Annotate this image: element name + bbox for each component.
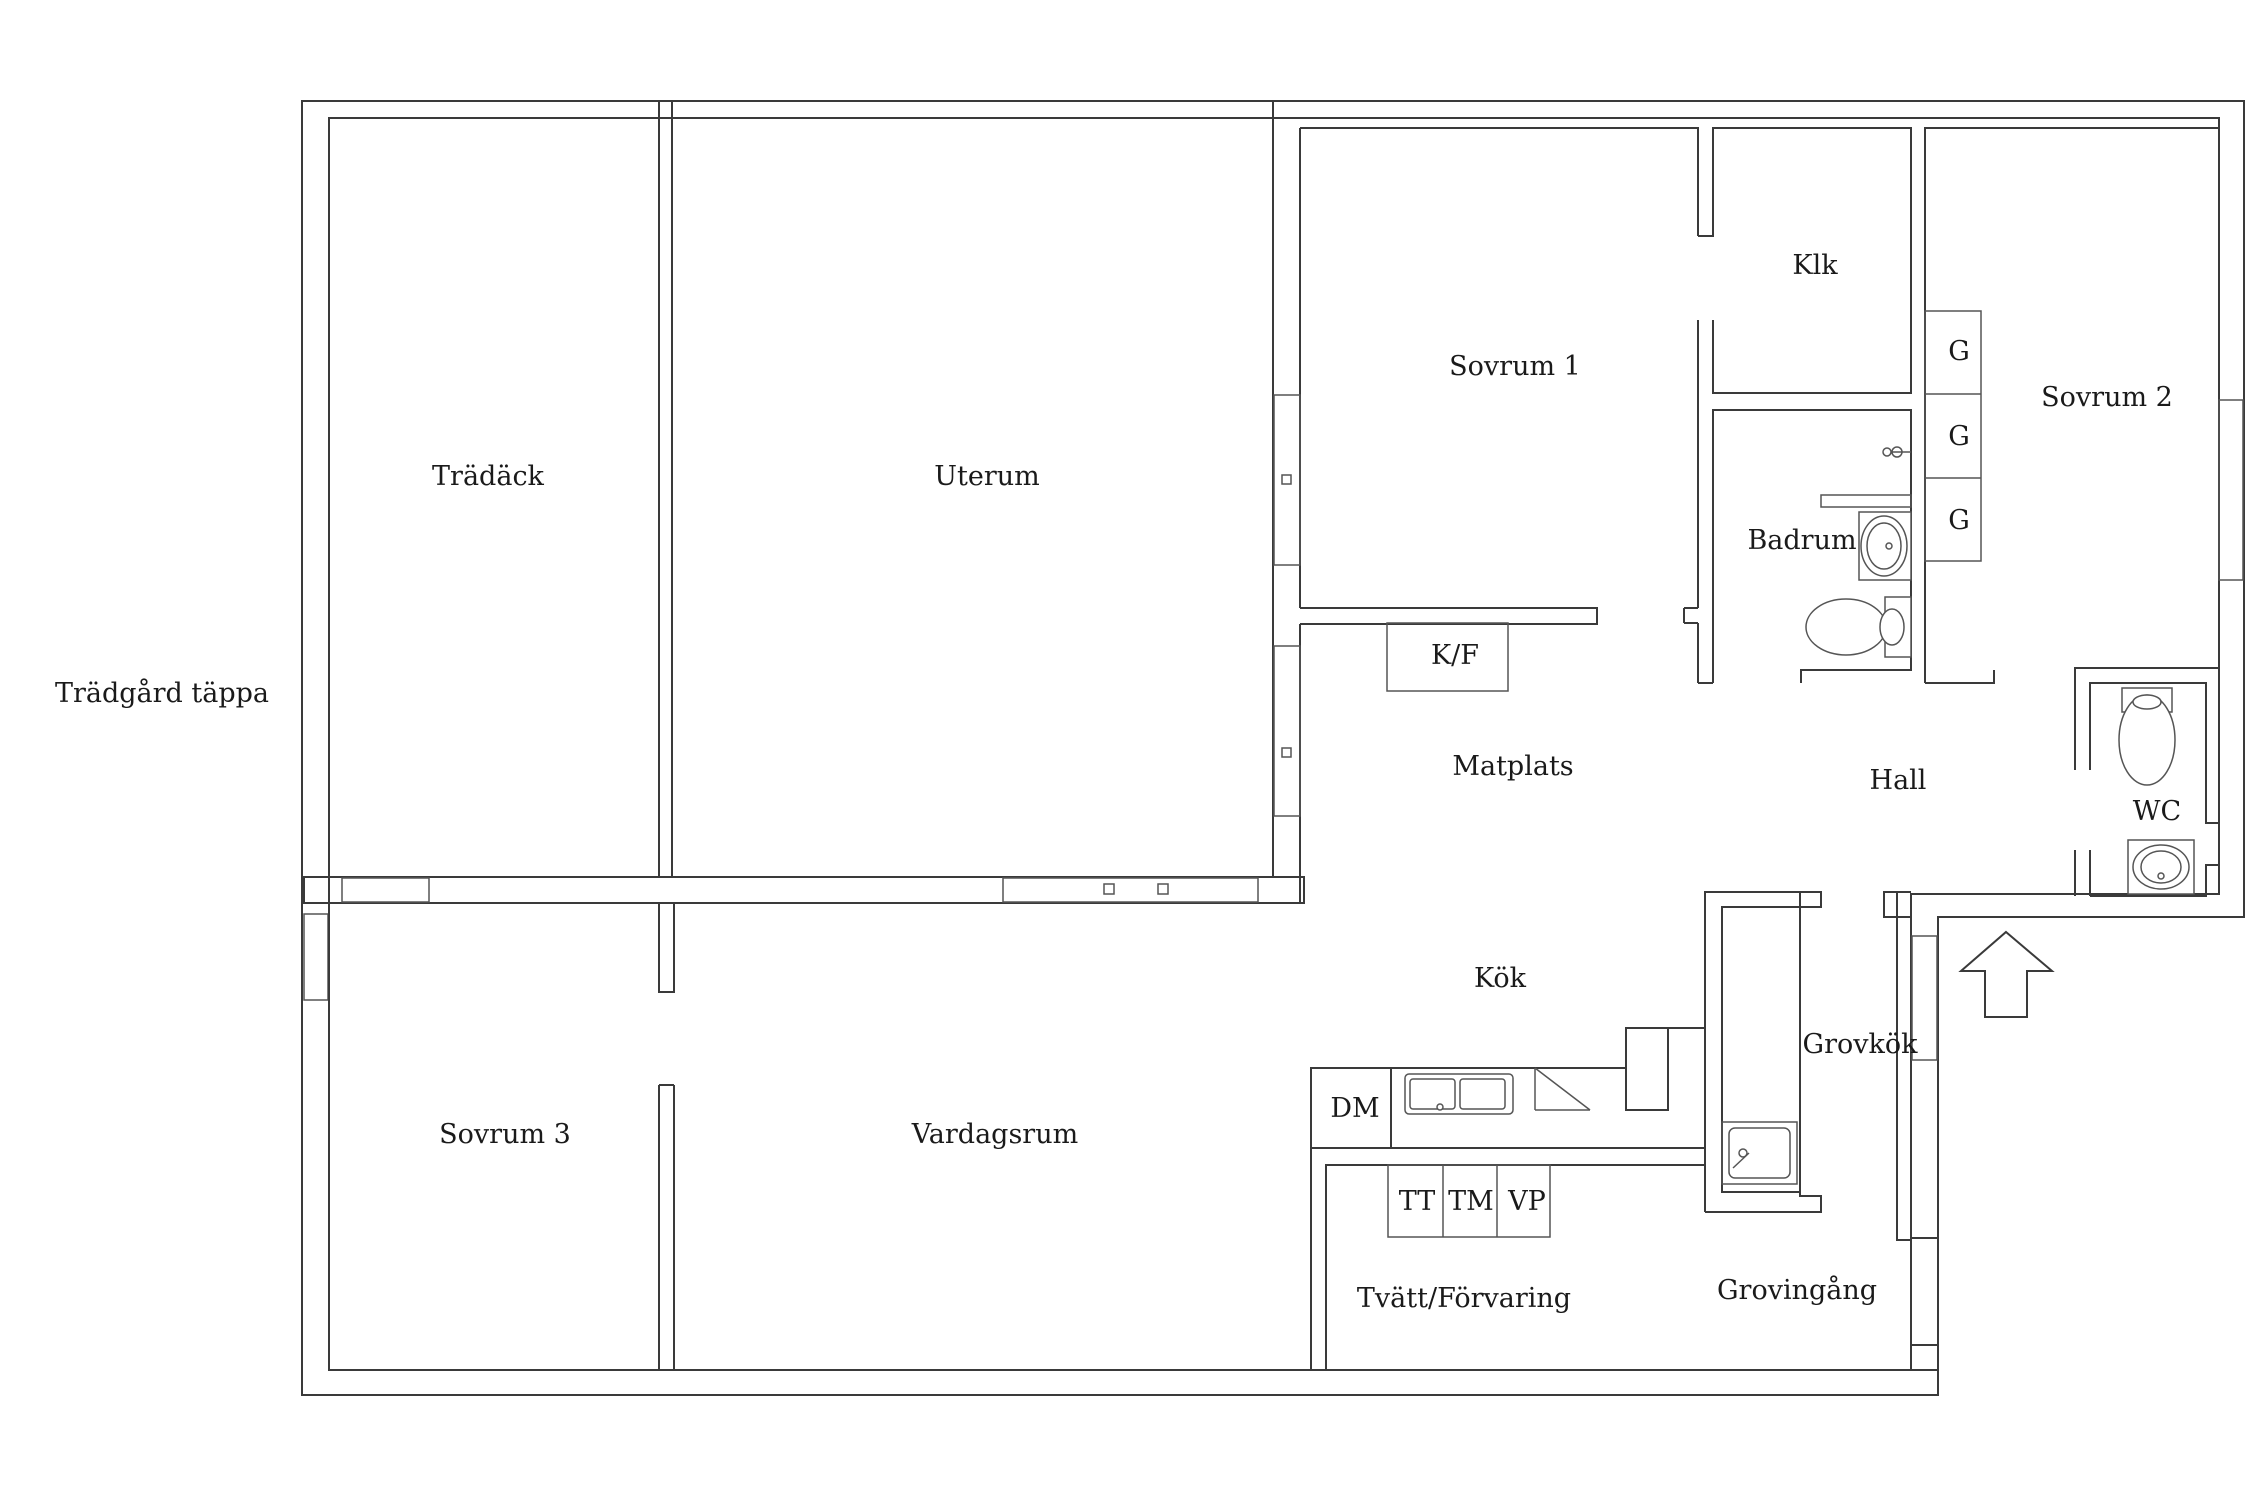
bathroom-sink-icon: [1858, 511, 1912, 581]
bedroom-3-walls: [328, 903, 1311, 1371]
label-sunroom: Uterum: [934, 461, 1039, 492]
label-laundry-storage: Tvätt/Förvaring: [1357, 1283, 1571, 1314]
bedroom-2-walls: [1924, 127, 2244, 684]
label-utility-kitchen: Grovkök: [1803, 1029, 1919, 1060]
label-wardrobe-1: G: [1948, 336, 1970, 367]
wardrobe-block: [1924, 310, 1982, 562]
laundry-walls: [1311, 1164, 1911, 1371]
wc-sink-icon: [2127, 839, 2195, 895]
label-hall: Hall: [1870, 765, 1927, 796]
closet-walls: [1698, 127, 1912, 394]
label-fridge-freezer: K/F: [1431, 640, 1479, 671]
label-kitchen: Kök: [1474, 963, 1527, 994]
label-wardrobe-3: G: [1948, 505, 1970, 536]
deck-frame: [303, 101, 1305, 904]
label-bedroom-3: Sovrum 3: [439, 1119, 571, 1150]
wc-walls: [2074, 682, 2219, 897]
label-washing-machine: TM: [1448, 1186, 1494, 1217]
kitchen-counter: [1310, 1027, 1706, 1370]
label-back-entrance: Grovingång: [1717, 1274, 1877, 1306]
bathroom-toilet-icon: [1805, 596, 1912, 658]
wc-toilet-icon: [2118, 687, 2176, 786]
label-closet: Klk: [1792, 250, 1838, 281]
fridge-freezer-unit: [1386, 622, 1509, 692]
label-tumble-dryer: TT: [1399, 1186, 1436, 1217]
label-water-heater: VP: [1507, 1186, 1546, 1217]
west-window: [303, 913, 329, 1001]
label-dishwasher: DM: [1330, 1093, 1379, 1124]
sunroom-east-wall: [1272, 101, 1301, 903]
label-dining: Matplats: [1452, 751, 1573, 782]
label-wc: WC: [2133, 796, 2181, 827]
label-living-room: Vardagsrum: [911, 1119, 1078, 1150]
label-garden: Trädgård täppa: [55, 677, 269, 709]
utility-kitchen-walls: [1704, 891, 1822, 1213]
appliance-block: [1387, 1164, 1551, 1238]
room-labels: Trädgård täppa Trädäck Uterum Sovrum 1 K…: [55, 250, 2181, 1314]
label-deck: Trädäck: [432, 461, 545, 492]
label-bedroom-2: Sovrum 2: [2041, 382, 2173, 413]
shower-head-icon: [1882, 446, 1911, 458]
label-bedroom-1: Sovrum 1: [1449, 351, 1581, 382]
label-wardrobe-2: G: [1948, 421, 1970, 452]
label-bathroom: Badrum: [1747, 525, 1856, 556]
entrance-arrow-icon: [1958, 930, 2055, 1018]
